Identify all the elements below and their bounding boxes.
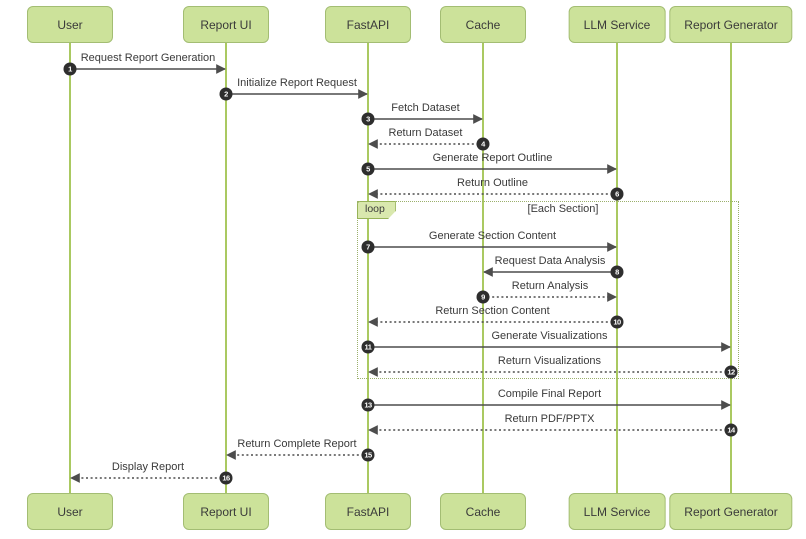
actor-box-top-report-generator: Report Generator	[669, 6, 793, 43]
message-label: Return Complete Report	[237, 438, 357, 450]
message-number-badge: 9	[476, 290, 490, 304]
message-label: Request Data Analysis	[494, 255, 606, 267]
actor-box-bottom-fastapi: FastAPI	[325, 493, 411, 530]
actor-label: Cache	[465, 504, 501, 519]
actor-box-bottom-report-ui: Report UI	[183, 493, 269, 530]
actor-label: Report Generator	[684, 504, 778, 519]
loop-frame	[357, 201, 739, 379]
actor-label: LLM Service	[583, 17, 651, 32]
message-label: Request Report Generation	[80, 52, 216, 64]
actor-box-top-user: User	[27, 6, 113, 43]
actor-box-bottom-report-generator: Report Generator	[669, 493, 793, 530]
lifeline-fastapi	[367, 43, 369, 493]
message-number-badge: 15	[361, 448, 375, 462]
message-number-badge: 6	[610, 187, 624, 201]
actor-box-bottom-cache: Cache	[440, 493, 526, 530]
actor-box-bottom-user: User	[27, 493, 113, 530]
actor-label: LLM Service	[583, 504, 651, 519]
actor-label: Cache	[465, 17, 501, 32]
lifeline-report-ui	[225, 43, 227, 493]
message-number-badge: 4	[476, 137, 490, 151]
message-label: Return Visualizations	[497, 355, 602, 367]
message-label: Generate Section Content	[428, 230, 557, 242]
message-label: Generate Report Outline	[432, 152, 553, 164]
message-number-badge: 5	[361, 162, 375, 176]
actor-label: Report UI	[200, 17, 252, 32]
actor-label: User	[57, 17, 83, 32]
message-number-badge: 16	[219, 471, 233, 485]
actor-box-top-cache: Cache	[440, 6, 526, 43]
message-label: Initialize Report Request	[237, 77, 357, 89]
message-label: Fetch Dataset	[391, 102, 460, 114]
message-label: Compile Final Report	[497, 388, 602, 400]
message-label: Display Report	[111, 461, 185, 473]
message-number-badge: 8	[610, 265, 624, 279]
message-number-badge: 1	[63, 62, 77, 76]
lifeline-report-generator	[730, 43, 732, 493]
message-number-badge: 12	[724, 365, 738, 379]
actor-label: FastAPI	[346, 17, 390, 32]
lifeline-cache	[482, 43, 484, 493]
message-number-badge: 13	[361, 398, 375, 412]
message-number-badge: 3	[361, 112, 375, 126]
actor-box-top-llm-service: LLM Service	[568, 6, 666, 43]
actor-label: User	[57, 504, 83, 519]
message-number-badge: 11	[361, 340, 375, 354]
actor-box-bottom-llm-service: LLM Service	[568, 493, 666, 530]
actor-label: Report Generator	[684, 17, 778, 32]
message-number-badge: 7	[361, 240, 375, 254]
message-label: Return Dataset	[388, 127, 463, 139]
message-label: Return Analysis	[511, 280, 589, 292]
lifeline-user	[69, 43, 71, 493]
loop-condition-label: [Each Section]	[527, 203, 599, 215]
actor-label: Report UI	[200, 504, 252, 519]
message-label: Return PDF/PPTX	[504, 413, 595, 425]
actor-box-top-fastapi: FastAPI	[325, 6, 411, 43]
message-label: Return Outline	[457, 177, 528, 189]
loop-label-tab: loop	[357, 201, 396, 219]
message-label: Return Section Content	[435, 305, 550, 317]
actor-box-top-report-ui: Report UI	[183, 6, 269, 43]
message-number-badge: 14	[724, 423, 738, 437]
message-number-badge: 10	[610, 315, 624, 329]
message-number-badge: 2	[219, 87, 233, 101]
actor-label: FastAPI	[346, 504, 390, 519]
message-label: Generate Visualizations	[491, 330, 608, 342]
